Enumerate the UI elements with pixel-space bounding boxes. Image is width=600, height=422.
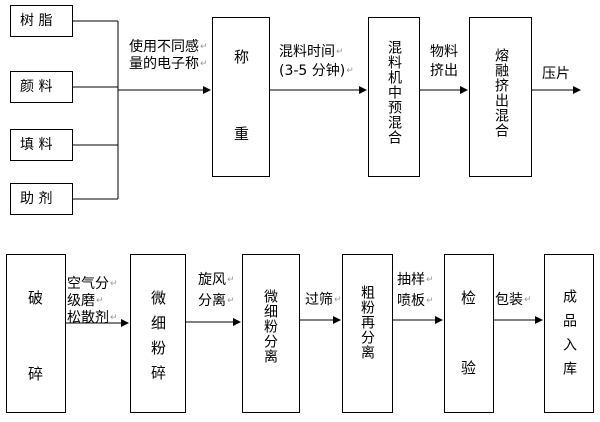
return-mark: ↵ (336, 47, 344, 57)
return-mark: ↵ (200, 59, 208, 69)
grind-label-line2: 级磨 (67, 293, 95, 309)
weigh-label-line1: 使用不同感 (129, 39, 199, 55)
press-label: 压片 (542, 66, 570, 82)
micro-sep-box-label: 微细粉分离 (262, 289, 278, 364)
return-mark: ↵ (426, 275, 434, 285)
input-additive-label: 助 剂 (20, 191, 53, 207)
grind-label: 空气分↵ 级磨↵ 松散剂↵ (67, 276, 118, 327)
cyclone-label: 旋风↵ 分离↵ (198, 272, 235, 310)
input-resin-label: 树 脂 (20, 13, 53, 29)
micro-sep-box: 微细粉分离 (242, 254, 300, 413)
cyclone-label-line1: 旋风 (198, 272, 226, 288)
sample-label-line2: 喷板 (397, 293, 425, 309)
crush-box-line2: 碎 (28, 365, 44, 383)
mix-time-label: 混料时间↵ (3-5 分钟)↵ (279, 44, 354, 80)
crush-box-line1: 破 (28, 289, 44, 307)
weigh-label: 使用不同感↵ 量的电子称↵ (129, 39, 208, 73)
grind-label-line1: 空气分 (67, 276, 109, 292)
return-mark: ↵ (524, 295, 532, 305)
micro-crush-char-3: 粉 (151, 339, 167, 357)
sample-label: 抽样↵ 喷板↵ (397, 272, 434, 310)
return-mark: ↵ (200, 42, 208, 52)
coarse-sep-box-label: 粗粉再分离 (359, 285, 375, 360)
mix-time-line2: (3-5 分钟) (279, 63, 346, 79)
return-mark: ↵ (426, 296, 434, 306)
micro-crush-char-1: 微 (151, 289, 167, 307)
weigh-label-line2: 量的电子称 (129, 56, 199, 72)
return-mark: ↵ (110, 279, 118, 289)
input-additive-box: 助 剂 (10, 183, 73, 215)
inspect-box-line1: 检 (461, 289, 477, 307)
micro-crush-char-4: 碎 (151, 364, 167, 382)
inspect-box: 检 验 (444, 254, 494, 413)
melt-extrude-box-label: 熔融挤出混合 (493, 48, 509, 138)
return-mark: ↵ (227, 275, 235, 285)
coarse-sep-box: 粗粉再分离 (342, 254, 393, 413)
melt-extrude-box: 熔融挤出混合 (469, 17, 532, 177)
input-pigment-label: 颜 料 (20, 79, 53, 95)
crush-box: 破 碎 (6, 254, 66, 413)
sieve-label-text: 过筛 (305, 292, 333, 308)
weigh-box-line1: 称 (234, 48, 250, 66)
pack-label-text: 包装 (495, 292, 523, 308)
extrude-label-line2: 挤出 (430, 63, 458, 79)
pack-label: 包装↵ (495, 292, 532, 309)
return-mark: ↵ (96, 296, 104, 306)
inspect-box-line2: 验 (461, 359, 477, 377)
mix-time-line1: 混料时间 (279, 44, 335, 60)
extrude-label-line1: 物料 (430, 44, 458, 60)
input-filler-box: 填 料 (10, 129, 73, 161)
premix-box: 混料机中预混合 (368, 17, 420, 177)
return-mark: ↵ (334, 295, 342, 305)
sample-label-line1: 抽样 (397, 272, 425, 288)
weigh-box-line2: 重 (234, 125, 250, 143)
micro-crush-char-2: 细 (151, 314, 167, 332)
input-filler-label: 填 料 (20, 137, 53, 153)
grind-label-line3: 松散剂 (67, 310, 109, 326)
input-resin-box: 树 脂 (10, 5, 73, 37)
premix-box-label: 混料机中预混合 (386, 40, 402, 145)
return-mark: ↵ (110, 313, 118, 323)
micro-crush-box: 微 细 粉 碎 (130, 254, 186, 413)
weigh-box: 称 重 (212, 17, 270, 177)
return-mark: ↵ (227, 296, 235, 306)
input-pigment-box: 颜 料 (10, 71, 73, 103)
store-box: 成品入库 (544, 254, 594, 413)
return-mark: ↵ (346, 66, 354, 76)
sieve-label: 过筛↵ (305, 292, 342, 309)
store-box-label: 成品入库 (561, 289, 577, 385)
cyclone-label-line2: 分离 (198, 293, 226, 309)
extrude-label: 物料 挤出 (430, 44, 458, 80)
